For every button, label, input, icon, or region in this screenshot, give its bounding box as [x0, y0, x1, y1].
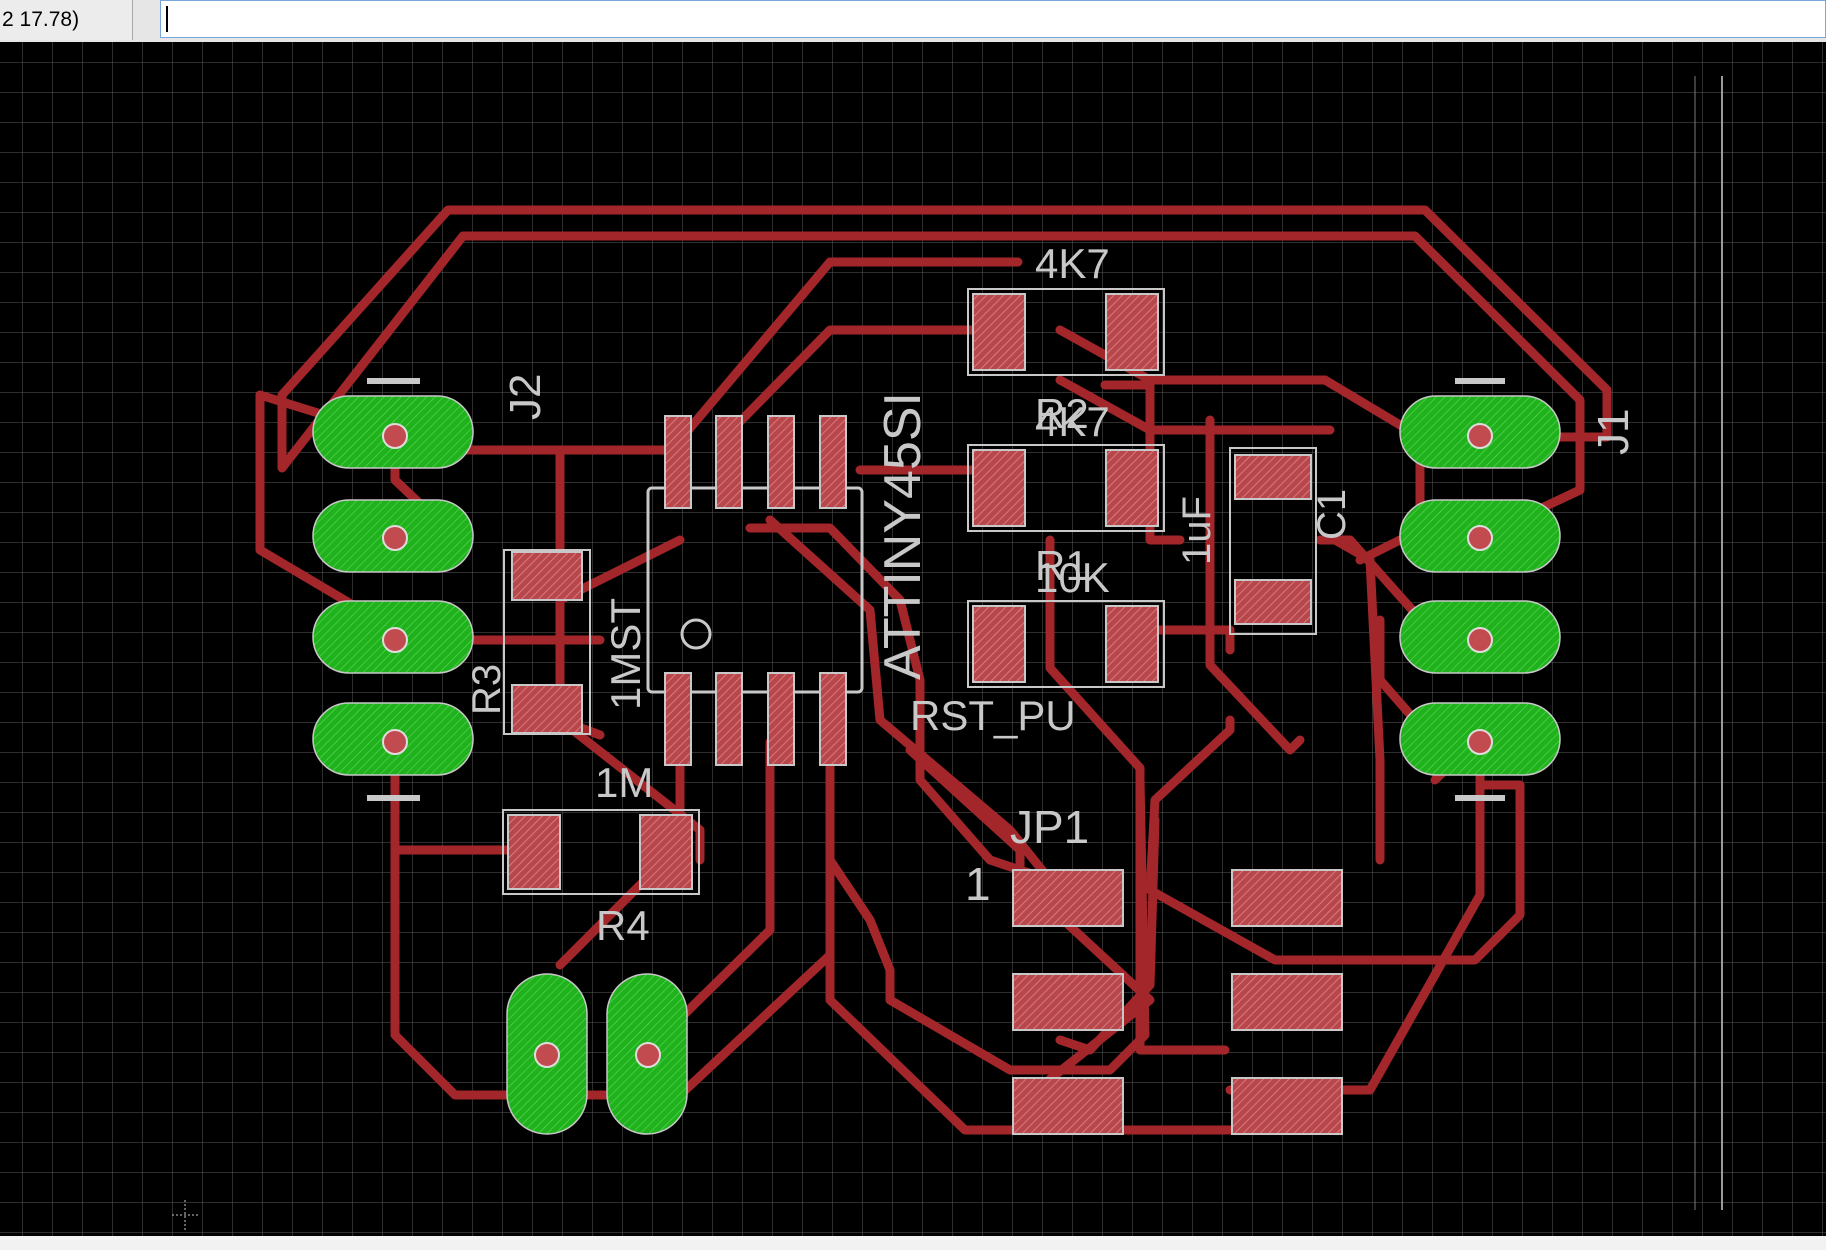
j1-label: J1	[1589, 409, 1638, 455]
ic-U1[interactable]: ATTINY45SI	[646, 392, 932, 766]
smd-pad	[1234, 579, 1312, 625]
capacitor-C1[interactable]: C1 1uF	[1175, 447, 1354, 635]
through-hole-pad	[606, 973, 688, 1135]
r4-value: 1M	[595, 759, 653, 806]
smd-pad	[1105, 293, 1159, 371]
j2-label: J2	[501, 374, 550, 420]
ic-pin	[664, 672, 692, 766]
board-svg[interactable]: J2 J1 R3 1MST	[0, 42, 1826, 1242]
r2-value: 4K7	[1035, 240, 1110, 287]
smd-pad	[507, 814, 561, 890]
through-hole-pad	[312, 702, 474, 776]
trace	[745, 523, 1055, 885]
connector-bottom[interactable]	[506, 973, 688, 1135]
trace	[277, 231, 1585, 543]
trace	[1145, 715, 1525, 965]
trace	[1045, 535, 1230, 1055]
r1-value: 4K7	[1035, 398, 1110, 445]
trace	[765, 515, 1055, 885]
through-hole-pad	[1399, 499, 1561, 573]
trace	[390, 730, 835, 1100]
through-hole-pad	[1399, 600, 1561, 674]
smd-pad	[1012, 869, 1124, 927]
smd-pad	[1231, 869, 1343, 927]
smd-pad	[1231, 973, 1343, 1031]
smd-pad	[1231, 1077, 1343, 1135]
ic-pin	[664, 415, 692, 509]
header-J1[interactable]: J1	[1399, 378, 1638, 801]
resistor-RST-PU[interactable]: 10K RST_PU	[910, 554, 1165, 739]
jumper-JP1[interactable]: JP1 1	[965, 801, 1343, 1135]
header-J2[interactable]: J2	[312, 374, 550, 801]
u1-value: ATTINY45SI	[874, 392, 932, 680]
resistor-R2[interactable]: 4K7 R2	[967, 240, 1165, 437]
smd-pad	[1105, 449, 1159, 527]
r4-label: R4	[596, 902, 650, 949]
trace	[1330, 535, 1385, 865]
origin-marker	[172, 1200, 200, 1230]
through-hole-pad	[312, 499, 474, 573]
trace	[675, 257, 1023, 445]
rst-value: 10K	[1035, 554, 1110, 601]
smd-pad	[972, 449, 1026, 527]
coordinate-readout: 2 17.78)	[0, 0, 133, 40]
pcb-board-canvas[interactable]: J2 J1 R3 1MST	[0, 42, 1826, 1242]
trace	[1205, 415, 1305, 755]
trace	[643, 737, 775, 1055]
ic-pin	[715, 672, 743, 766]
trace	[1055, 375, 1335, 435]
through-hole-pad	[1399, 395, 1561, 469]
ic-pin	[819, 415, 847, 509]
smd-pad	[511, 684, 583, 734]
through-hole-pad	[1399, 702, 1561, 776]
status-strip	[0, 1236, 1826, 1250]
jp1-pin1-label: 1	[965, 858, 991, 910]
pin1-dot	[680, 618, 712, 650]
smd-pad	[1234, 454, 1312, 500]
command-line-input[interactable]	[160, 0, 1826, 38]
r3-label: R3	[465, 664, 509, 715]
smd-pad	[1012, 973, 1124, 1031]
trace	[717, 325, 1023, 445]
ic-pin	[767, 415, 795, 509]
command-toolbar: 2 17.78)	[0, 0, 1826, 43]
rst-label: RST_PU	[910, 692, 1076, 739]
text-caret	[166, 6, 168, 32]
jp1-label: JP1	[1010, 801, 1089, 853]
trace	[277, 205, 1612, 442]
through-hole-pad	[312, 600, 474, 674]
ic-pin	[715, 415, 743, 509]
smd-pad	[972, 293, 1026, 371]
resistor-R3[interactable]: R3 1MST	[465, 549, 649, 735]
smd-pad	[1105, 605, 1159, 683]
smd-pad	[511, 551, 583, 601]
through-hole-pad	[312, 395, 474, 469]
smd-pad	[972, 605, 1026, 683]
through-hole-pad	[506, 973, 588, 1135]
c1-value: 1uF	[1175, 496, 1219, 565]
r2-label: R2	[1035, 390, 1089, 437]
c1-label: C1	[1310, 489, 1354, 540]
trace	[825, 775, 1150, 1075]
r3-value: 1MST	[602, 598, 649, 710]
resistor-R1[interactable]: 4K7 R1	[967, 398, 1165, 589]
ic-pin	[767, 672, 795, 766]
ic-pin	[819, 672, 847, 766]
smd-pad	[639, 814, 693, 890]
resistor-R4[interactable]: 1M R4	[502, 759, 700, 949]
r1-label: R1	[1035, 542, 1089, 589]
smd-pad	[1012, 1077, 1124, 1135]
